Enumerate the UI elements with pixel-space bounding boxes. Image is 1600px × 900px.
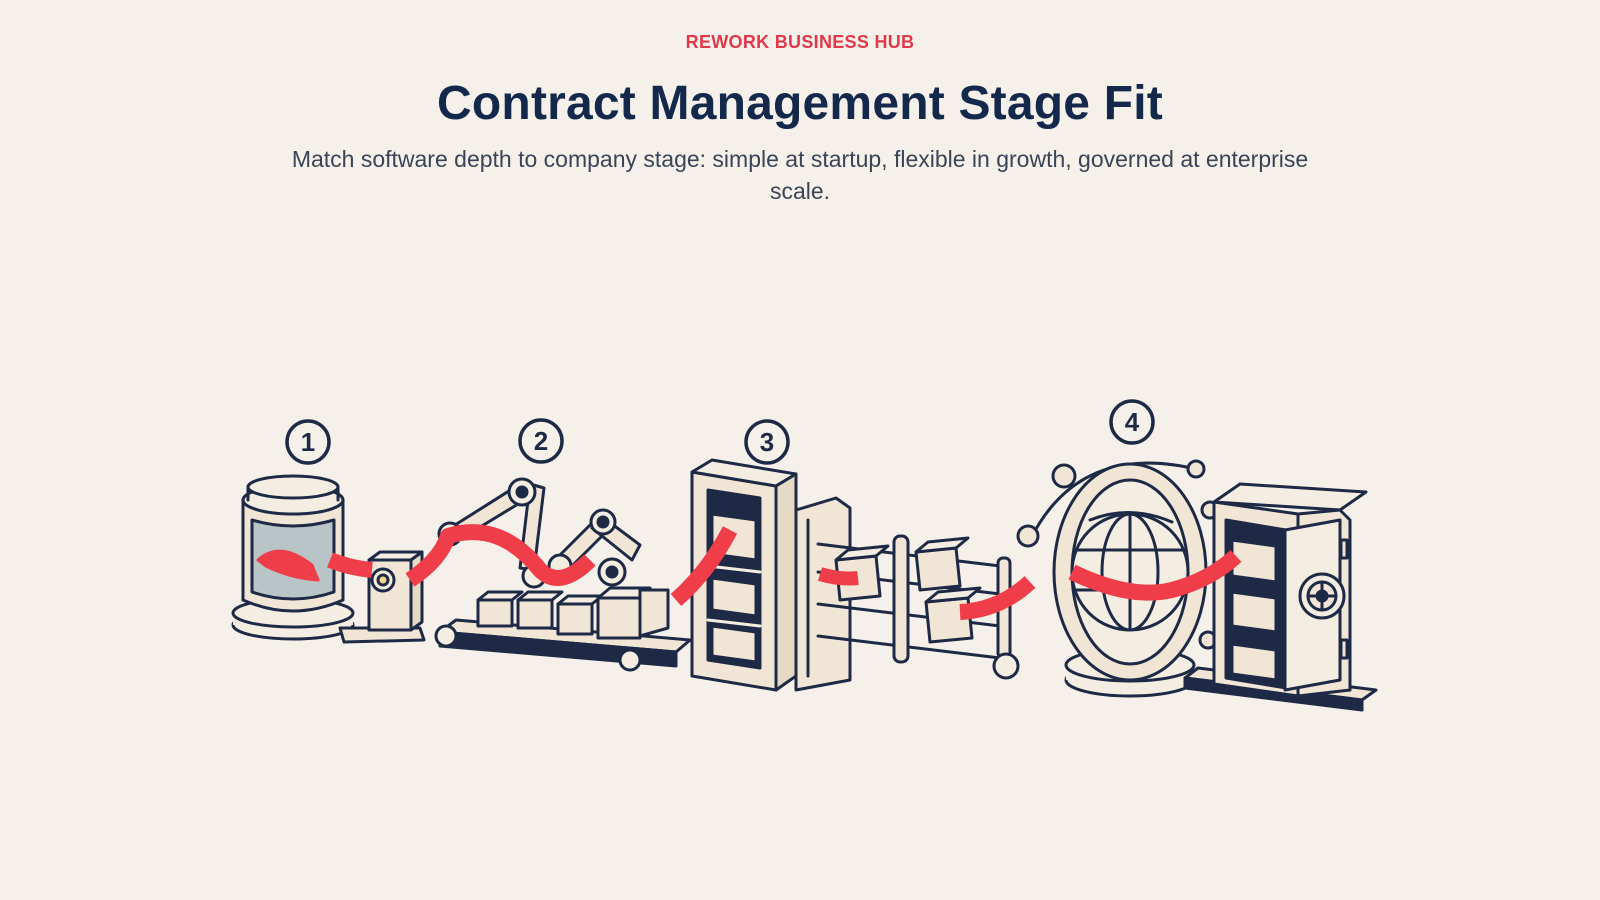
stage-number-3: 3 [760,427,774,457]
stage-number-2: 2 [534,426,548,456]
globe-vault-icon [1016,459,1378,712]
stage-number-4: 4 [1125,407,1140,437]
contract-ribbon [327,524,1242,620]
capsule-machine-icon [231,474,426,644]
stage-badge-2: 2 [518,418,564,464]
stage-badge-4: 4 [1109,399,1155,445]
page-title: Contract Management Stage Fit [437,77,1163,130]
shelving-rack-icon [690,458,1020,692]
stage-badge-3: 3 [744,419,790,465]
stage-number-1: 1 [301,427,315,457]
page-subtitle: Match software depth to company stage: s… [291,146,1309,204]
brand-kicker: REWORK BUSINESS HUB [685,32,915,52]
stage-badge-1: 1 [285,419,331,465]
